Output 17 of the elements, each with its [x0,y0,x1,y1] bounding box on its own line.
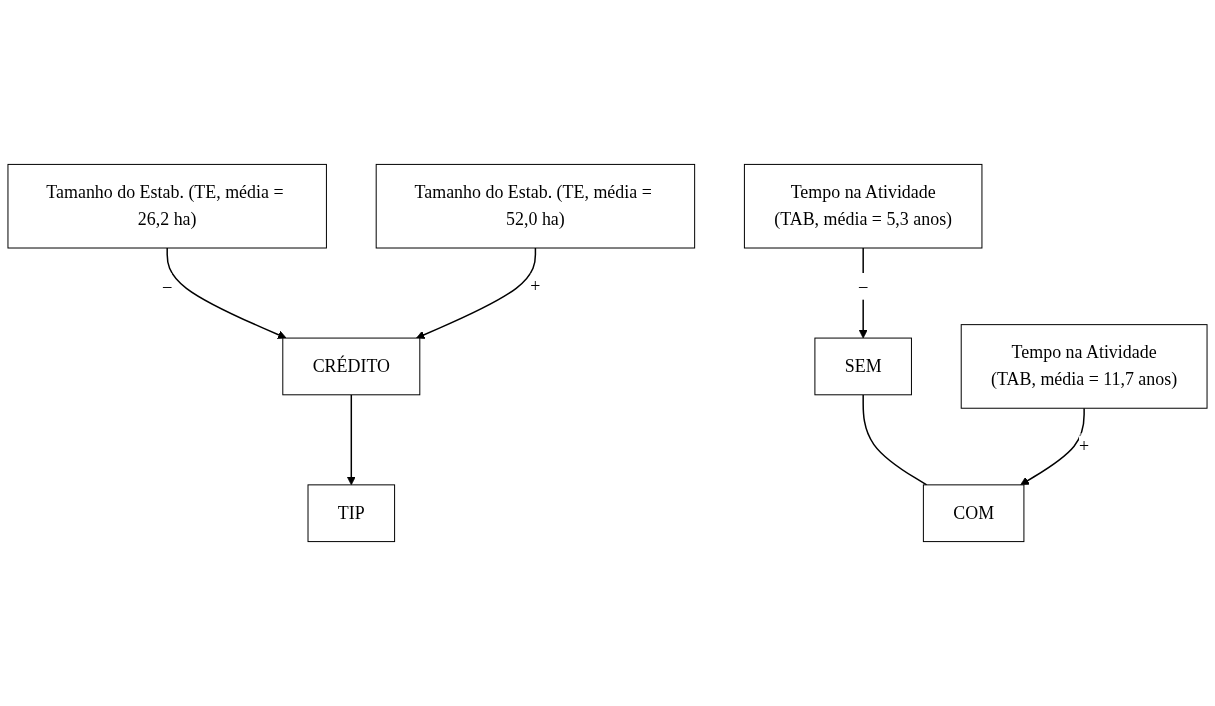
edge-label: + [530,275,541,296]
edge-label: – [162,275,172,296]
arrow [1020,407,1085,486]
node-box: Tempo na Atividade (TAB, média = 5,3 anos) [743,163,983,249]
node-box: TIP [307,484,396,543]
node-box: Tempo na Atividade (TAB, média = 11,7 anos) [960,324,1208,409]
node-box: Tamanho do Estab. (TE, média = 26,2 ha) [7,163,327,249]
node-box: COM [922,484,1025,543]
edge-label: – [858,275,868,296]
arrow [416,247,537,339]
arrow [346,394,356,486]
node-box: CRÉDITO [282,337,421,396]
connector [862,394,928,486]
edge-label: + [1079,436,1090,456]
arrow [166,247,287,339]
node-box: SEM [814,337,912,396]
node-box: Tamanho do Estab. (TE, média = 52,0 ha) [375,163,696,249]
